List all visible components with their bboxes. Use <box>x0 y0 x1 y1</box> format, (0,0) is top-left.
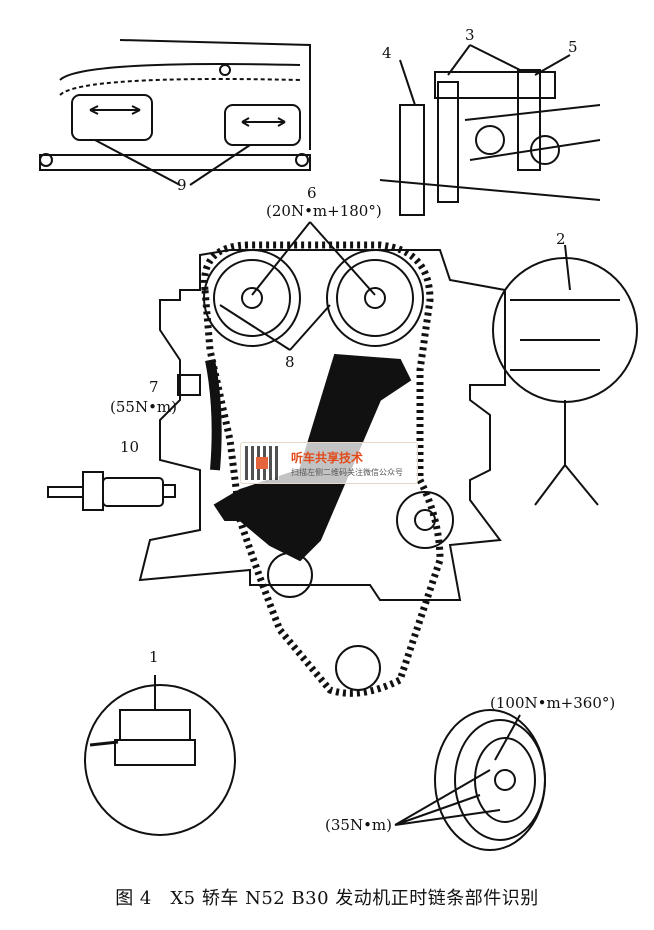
inset-camshaft-adjusters <box>39 39 311 186</box>
qr-code-icon <box>245 446 279 480</box>
label-8: 8 <box>285 353 295 371</box>
watermark-title: 听车共享技术 <box>291 451 364 465</box>
tensioner-bolt <box>177 374 201 396</box>
label-7: 7 <box>149 378 159 396</box>
figure-caption: 图 4 X5 轿车 N52 B30 发动机正时链条部件识别 <box>115 888 539 909</box>
label-6: 6 <box>307 184 317 202</box>
intermediate-sprocket <box>396 491 454 549</box>
label-5: 5 <box>568 38 578 56</box>
engine-block <box>138 249 506 601</box>
label-4: 4 <box>382 44 392 62</box>
label-crank-torque: (100N•m+360°) <box>490 694 616 712</box>
chain-tensioner <box>47 471 176 511</box>
label-9: 9 <box>177 176 187 194</box>
label-2: 2 <box>556 230 566 248</box>
watermark-banner: 听车共享技术 扫描左侧二维码关注微信公众号 <box>240 442 418 484</box>
label-10: 10 <box>120 438 140 456</box>
oil-pump-sprocket <box>267 552 313 598</box>
inset-crank-bolt <box>84 675 236 836</box>
exhaust-cam-sprocket <box>326 249 424 347</box>
intake-cam-sprocket <box>203 249 301 347</box>
watermark-subtitle: 扫描左侧二维码关注微信公众号 <box>291 468 403 477</box>
label-damper-torque: (35N•m) <box>325 816 392 834</box>
crank-sprocket <box>335 645 381 691</box>
label-7-torque: (55N•m) <box>110 398 177 416</box>
label-6-torque: (20N•m+180°) <box>266 202 382 220</box>
label-3: 3 <box>465 26 475 44</box>
label-1: 1 <box>149 648 159 666</box>
vibration-damper <box>394 709 546 851</box>
inset-crank-lock <box>492 244 638 506</box>
inset-alignment-tools <box>379 44 601 216</box>
